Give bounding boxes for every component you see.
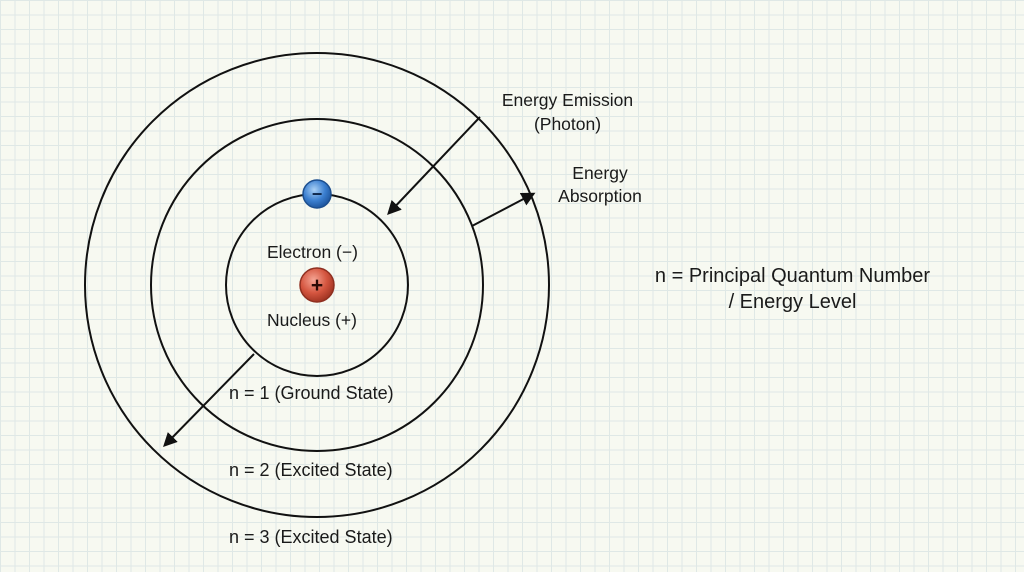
electron-label: Electron (−): [267, 242, 358, 262]
emission-label-line1: Energy Emission: [501, 90, 634, 110]
absorption-label-line1: Energy: [572, 163, 628, 183]
transition-arrow: [163, 353, 255, 448]
absorption-label-line2: Absorption: [558, 185, 642, 206]
absorption-arrow: [471, 192, 536, 227]
n2-label: n = 2 (Excited State): [229, 460, 393, 480]
electron-symbol: −: [312, 184, 323, 204]
legend-label-line2: / Energy Level: [728, 291, 857, 313]
n3-label: n = 3 (Excited State): [229, 527, 393, 547]
emission-arrow: [387, 116, 481, 216]
nucleus-label: Nucleus (+): [267, 310, 357, 330]
legend-label: n = Principal Quantum Number / Energy Le…: [620, 266, 965, 312]
emission-label: Energy Emission (Photon): [480, 90, 655, 134]
absorption-label: Energy Absorption: [540, 163, 660, 206]
n1-label: n = 1 (Ground State): [229, 383, 394, 403]
legend-label-line1: n = Principal Quantum Number: [654, 265, 931, 287]
electron-particle: −: [302, 179, 332, 209]
orbit-n2: [150, 118, 484, 452]
nucleus-particle: +: [299, 267, 335, 303]
nucleus-symbol: +: [311, 274, 323, 297]
emission-label-line2: (Photon): [533, 113, 602, 134]
orbit-n3: [84, 52, 550, 518]
